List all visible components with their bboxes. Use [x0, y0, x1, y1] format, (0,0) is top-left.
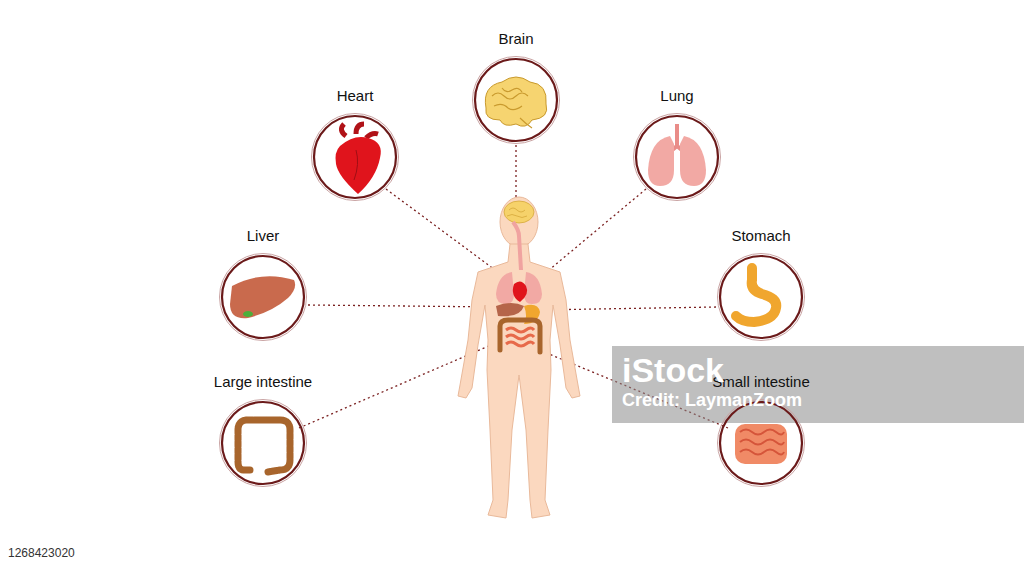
organ-circle: Large intestine: [208, 372, 318, 488]
heart-icon: [336, 124, 381, 194]
liver-icon: [230, 276, 295, 318]
brain-icon: [485, 77, 546, 128]
organ-circle: Lung: [632, 86, 722, 202]
organ-label: Liver: [245, 226, 282, 246]
organ-label: Large intestine: [212, 372, 314, 392]
image-id: 1268423020: [8, 546, 75, 560]
organ-label: Small intestine: [710, 372, 812, 392]
watermark-band: [612, 346, 1024, 423]
circle-outline: [716, 252, 806, 342]
lung-icon: [648, 124, 706, 186]
organ-circle: Brain: [471, 29, 561, 145]
organ-circle: Stomach: [716, 226, 806, 342]
stomach-icon: [736, 268, 776, 322]
organ-circle: Heart: [310, 86, 400, 202]
circle-outline: [632, 112, 722, 202]
small-intestine-icon: [735, 424, 787, 464]
circle-outline: [218, 252, 308, 342]
circle-outline: [310, 112, 400, 202]
large-intestine-icon: [238, 420, 290, 472]
watermark: iStock: [622, 351, 724, 390]
circle-outline: [471, 55, 561, 145]
organ-label: Stomach: [729, 226, 792, 246]
organ-label: Brain: [496, 29, 535, 49]
organ-label: Heart: [335, 86, 376, 106]
circle-outline: [716, 398, 806, 488]
circle-outline: [218, 398, 308, 488]
human-body: [458, 197, 580, 518]
organ-circle: Liver: [218, 226, 308, 342]
organ-circle: Small intestine: [706, 372, 816, 488]
organ-label: Lung: [658, 86, 695, 106]
watermark-credit: Credit: LaymanZoom: [622, 390, 802, 411]
